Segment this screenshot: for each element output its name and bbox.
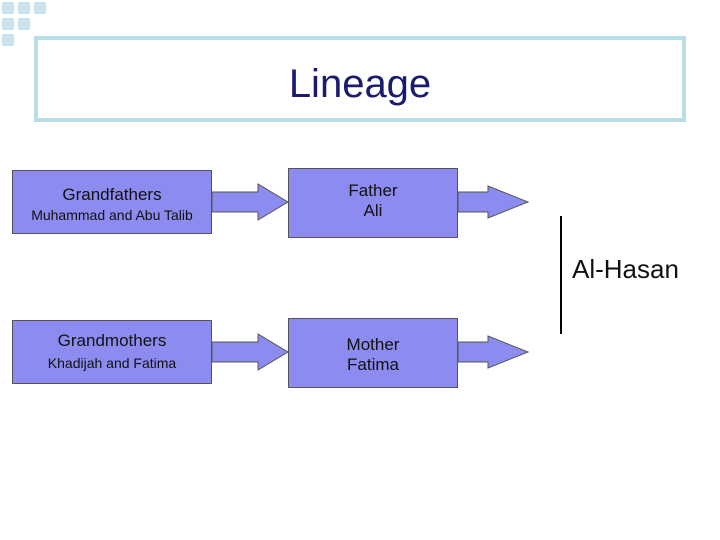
grandmothers-heading: Grandmothers — [57, 331, 167, 350]
mother-name: Fatima — [347, 355, 399, 374]
grandfathers-names: Muhammad and Abu Talib — [31, 207, 193, 223]
arrow-mother-to-result — [457, 335, 530, 369]
father-heading: Father — [348, 181, 398, 200]
result-name: Al-Hasan — [572, 254, 679, 284]
grandfathers-box: Grandfathers Muhammad and Abu Talib — [12, 170, 212, 234]
mother-box: Mother Fatima — [288, 318, 458, 388]
arrow-father-to-result — [457, 185, 530, 219]
decorative-corner-squares — [2, 2, 46, 46]
arrow-grandfathers-to-father — [211, 183, 289, 221]
grandmothers-names: Khadijah and Fatima — [47, 355, 177, 371]
result-bracket-line — [560, 216, 562, 334]
mother-heading: Mother — [346, 335, 400, 354]
slide-title: Lineage — [288, 62, 432, 106]
father-box: Father Ali — [288, 168, 458, 238]
father-name: Ali — [363, 201, 383, 220]
arrow-grandmothers-to-mother — [211, 333, 289, 371]
grandfathers-heading: Grandfathers — [62, 185, 162, 204]
grandmothers-box: Grandmothers Khadijah and Fatima — [12, 320, 212, 384]
title-box: Lineage — [34, 36, 686, 122]
